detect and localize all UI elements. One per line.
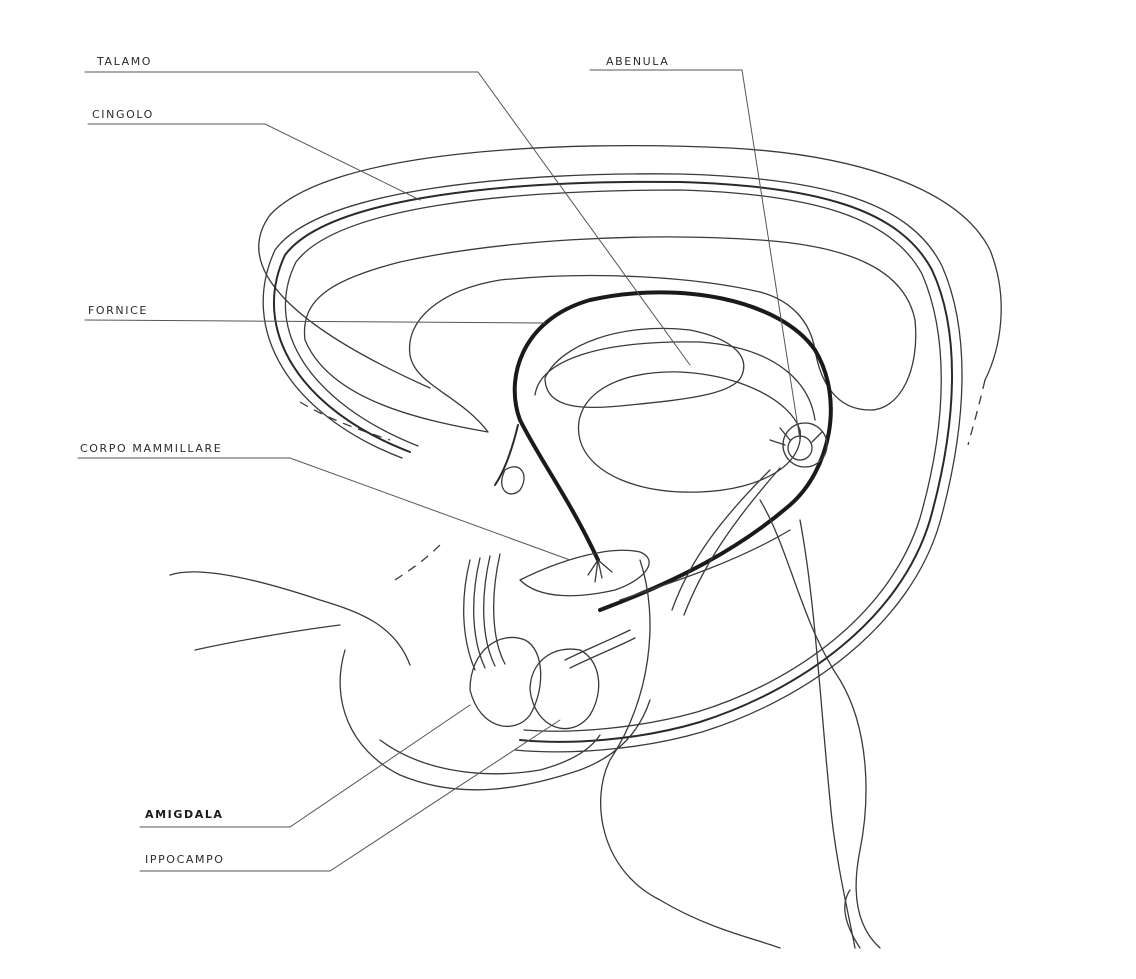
talamo-shape [545, 328, 744, 407]
fornice-branch [495, 425, 518, 485]
mammillary-fibers [588, 560, 612, 582]
label-ippocampo: IPPOCAMPO [145, 853, 225, 866]
brainstem-outline-right [760, 500, 880, 948]
outer-cortex-dash [968, 380, 985, 445]
abenula-shape [783, 423, 827, 467]
septal-line [535, 342, 815, 420]
leader-abenula [590, 70, 800, 440]
label-cingolo: CINGOLO [92, 108, 154, 121]
label-amigdala: AMIGDALA [145, 808, 224, 821]
label-corpo-mammillare: CORPO MAMMILLARE [80, 442, 222, 455]
anterior-commissure [502, 467, 524, 494]
leader-cingolo [88, 124, 420, 200]
brainstem-inner [800, 520, 855, 948]
temporal-lobe-outline [340, 650, 650, 790]
optic-nerve [170, 572, 410, 665]
talamo-inner [578, 372, 800, 492]
corpo-mammillare-shape [520, 550, 649, 595]
ippocampo-shape [530, 649, 599, 729]
leader-fornice [85, 320, 545, 323]
label-abenula: ABENULA [606, 55, 669, 68]
leader-ippocampo [140, 720, 560, 871]
leader-corpo-mammillare [78, 458, 570, 560]
stria-fibers-2 [684, 468, 780, 615]
temporal-lobe-inner [380, 735, 600, 774]
brainstem-outline [601, 560, 780, 948]
cerebellum-notch [845, 890, 860, 948]
cingolo-bundle [263, 174, 962, 752]
optic-dash [395, 545, 440, 580]
outer-cortex-dash-left [300, 402, 390, 440]
label-talamo: TALAMO [97, 55, 152, 68]
abenula-fibers [770, 425, 822, 445]
anterior-fibers [464, 554, 505, 670]
label-fornice: FORNICE [88, 304, 148, 317]
